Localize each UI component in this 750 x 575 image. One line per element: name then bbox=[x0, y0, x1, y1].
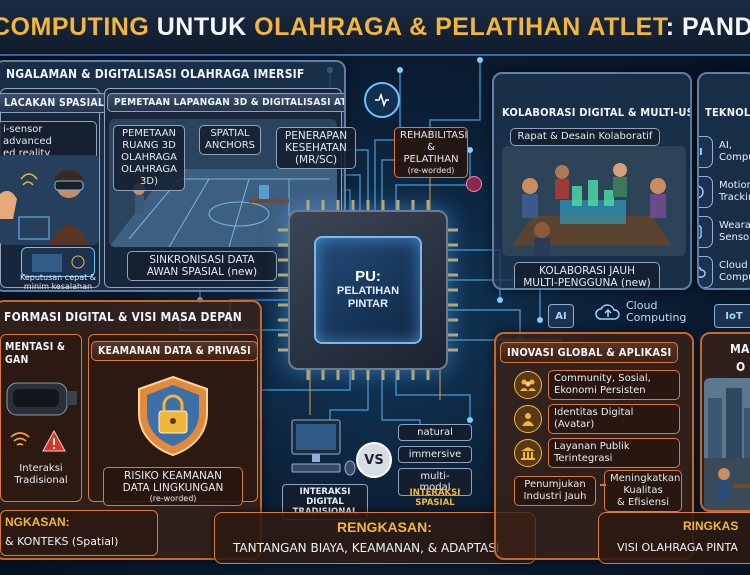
spatial-interaction-label: INTERAKSI SPASIAL bbox=[409, 488, 461, 508]
right-summary-title: RINGKAS bbox=[683, 519, 739, 533]
microphone-icon bbox=[466, 176, 482, 192]
cloud-upload-icon bbox=[595, 304, 620, 320]
mode-immersive: immersive bbox=[398, 446, 472, 463]
tracking-subpanel: LACAKAN SPASIAL i-sensor advanced ed rea… bbox=[0, 88, 112, 291]
immersive-panel-header: NGALAMAN & DIGITALISASI OLAHRAGA IMERSIF bbox=[6, 67, 305, 81]
spatial-anchors-label: SPATIAL ANCHORS bbox=[199, 125, 261, 155]
medical-icon bbox=[364, 82, 400, 118]
health-application-label: PENERAPAN KESEHATAN (MR/SC) bbox=[276, 127, 356, 169]
future-vision-panel: MA O bbox=[700, 332, 750, 512]
chip-core: PU: PELATIHAN PINTAR bbox=[314, 236, 422, 344]
tech-header: TEKNOLOG bbox=[705, 106, 750, 119]
title-part-4: : PANDUAN bbox=[665, 12, 750, 41]
left-summary: NGKASAN: & KONTEKS (Spatial) bbox=[0, 510, 158, 556]
augmentation-subpanel: MENTASI & GAN Interaksi Tradisional bbox=[0, 334, 82, 502]
mapping-header: PEMETAAN LAPANGAN 3D & DIGITALISASI ATLE… bbox=[107, 93, 344, 112]
tech-item-motion-text: Motion Trackin bbox=[719, 180, 750, 203]
remote-industry-label: Penumjukan Industri Jauh bbox=[514, 476, 596, 506]
innovation-item-identity-text: Identitas Digital (Avatar) bbox=[548, 404, 680, 434]
collaboration-panel: KOLABORASI DIGITAL & MULTI-USER Rapat & … bbox=[492, 72, 692, 290]
tech-item-cloud-text: Cloud Compu bbox=[719, 260, 750, 283]
tech-item-cloud: Cloud Compu bbox=[699, 256, 750, 288]
cloud-computing-badge: Cloud Computing bbox=[594, 300, 686, 324]
augmentation-header: MENTASI & GAN bbox=[5, 341, 66, 366]
public-service-icon bbox=[514, 439, 542, 467]
ai-icon: AI bbox=[699, 136, 713, 168]
transformation-panel: FORMASI DIGITAL & VISI MASA DEPAN MENTAS… bbox=[0, 300, 262, 560]
right-summary-text: VISI OLAHRAGA PINTA bbox=[617, 541, 738, 554]
target-illustration bbox=[21, 247, 95, 277]
chip-line-2: PELATIHAN bbox=[336, 285, 400, 297]
innovation-item-identity: Identitas Digital (Avatar) bbox=[514, 404, 680, 434]
security-header: KEAMANAN DATA & PRIVASI bbox=[91, 341, 258, 361]
connector-line bbox=[600, 484, 606, 486]
title-part-2: UNTUK bbox=[156, 12, 255, 41]
ai-badge: AI bbox=[548, 304, 574, 328]
team-collaboration-illustration bbox=[502, 146, 686, 256]
wearable-icon bbox=[699, 216, 713, 248]
cloud-sync-label: SINKRONISASI DATA AWAN SPASIAL (new) bbox=[127, 251, 277, 281]
tech-item-wearable-text: Wearab Sensor bbox=[719, 220, 750, 243]
vr-headset-illustration bbox=[5, 373, 79, 427]
shield-lock-icon bbox=[131, 373, 215, 461]
city-illustration bbox=[704, 378, 750, 510]
traditional-interaction-caption: Interaksi Tradisional bbox=[14, 463, 68, 486]
headset-user-illustration bbox=[0, 155, 99, 245]
tech-item-ai: AI AI, Compu bbox=[699, 136, 750, 168]
tech-item-motion: Motion Trackin bbox=[699, 176, 750, 208]
innovation-item-community: Community, Sosial, Ekonomi Persisten bbox=[514, 370, 680, 400]
decision-caption: Keputusan cepat & minim kesalahan bbox=[19, 273, 97, 291]
transformation-header: FORMASI DIGITAL & VISI MASA DEPAN bbox=[4, 310, 243, 324]
center-summary: RENGKASAN: TANTANGAN BIAYA, KEAMANAN, & … bbox=[214, 512, 536, 564]
page-title: COMPUTING UNTUK OLAHRAGA & PELATIHAN ATL… bbox=[0, 13, 750, 42]
center-summary-text: TANTANGAN BIAYA, KEAMANAN, & ADAPTASI bbox=[233, 541, 500, 555]
future-vision-sub: O bbox=[736, 360, 746, 374]
identity-icon bbox=[514, 405, 542, 433]
innovation-item-public-service-text: Layanan Publik Terintegrasi bbox=[548, 438, 680, 468]
security-risk-text: RISIKO KEAMANAN DATA LINGKUNGAN bbox=[122, 470, 224, 494]
quality-efficiency-label: Meningkatkan Kualitas & Efisiensi bbox=[604, 470, 682, 512]
rehab-label: REHABILITASI & PELATIHAN (re-worded) bbox=[394, 127, 468, 178]
rehab-label-text: REHABILITASI & PELATIHAN bbox=[400, 130, 468, 165]
collab-header: KOLABORASI DIGITAL & MULTI-USER bbox=[502, 106, 692, 119]
versus-badge: VS bbox=[356, 442, 392, 478]
wifi-icon bbox=[9, 431, 31, 453]
title-part-3: OLAHRAGA & PELATIHAN ATLET bbox=[254, 12, 666, 41]
tech-item-ai-text: AI, Compu bbox=[719, 140, 750, 163]
innovation-item-community-text: Community, Sosial, Ekonomi Persisten bbox=[548, 370, 680, 400]
mode-multimodal: multi-modal bbox=[398, 468, 472, 496]
tracking-header: LACAKAN SPASIAL bbox=[0, 93, 112, 113]
iot-badge: IoT bbox=[714, 304, 750, 328]
room-map-label: PEMETAAN RUANG 3D OLAHRAGA OLAHRAGA 3D) bbox=[113, 125, 185, 191]
title-bar: COMPUTING UNTUK OLAHRAGA & PELATIHAN ATL… bbox=[0, 0, 750, 56]
security-risk-label: RISIKO KEAMANAN DATA LINGKUNGAN (re-word… bbox=[103, 467, 243, 506]
security-subpanel: KEAMANAN DATA & PRIVASI RISIKO KEAMANAN … bbox=[88, 334, 258, 506]
future-vision-header: MA bbox=[730, 342, 750, 356]
chip-line-1: PU: bbox=[355, 268, 381, 285]
traditional-monitor-illustration bbox=[288, 418, 358, 480]
left-summary-title: NGKASAN: bbox=[5, 515, 70, 529]
tech-item-wearable: Wearab Sensor bbox=[699, 216, 750, 248]
mode-natural: natural bbox=[398, 424, 472, 441]
remote-collab-label: KOLABORASI JAUH MULTI-PENGGUNA (new) bbox=[514, 262, 660, 288]
left-summary-text: & KONTEKS (Spatial) bbox=[5, 535, 119, 548]
cloud-icon bbox=[699, 256, 713, 288]
right-summary: RINGKAS VISI OLAHRAGA PINTA bbox=[598, 512, 750, 564]
chip-line-3: PINTAR bbox=[347, 298, 389, 310]
collab-sub-header: Rapat & Desain Kolaboratif bbox=[510, 128, 660, 146]
central-processor: PU: PELATIHAN PINTAR bbox=[278, 200, 458, 380]
security-note: (re-worded) bbox=[149, 494, 197, 503]
technology-panel: TEKNOLOG AI AI, Compu Motion Trackin Wea… bbox=[697, 72, 750, 290]
motion-tracking-icon bbox=[699, 176, 713, 208]
cloud-computing-text: Cloud Computing bbox=[626, 299, 687, 324]
innovation-panel: INOVASI GLOBAL & APLIKASI Community, Sos… bbox=[494, 332, 694, 560]
innovation-item-public-service: Layanan Publik Terintegrasi bbox=[514, 438, 680, 468]
community-icon bbox=[514, 371, 542, 399]
warning-icon bbox=[41, 429, 67, 457]
rehab-note: (re-worded) bbox=[407, 166, 455, 175]
innovation-header: INOVASI GLOBAL & APLIKASI bbox=[500, 342, 679, 363]
center-summary-title: RENGKASAN: bbox=[337, 519, 432, 535]
title-part-1: COMPUTING bbox=[0, 12, 157, 41]
